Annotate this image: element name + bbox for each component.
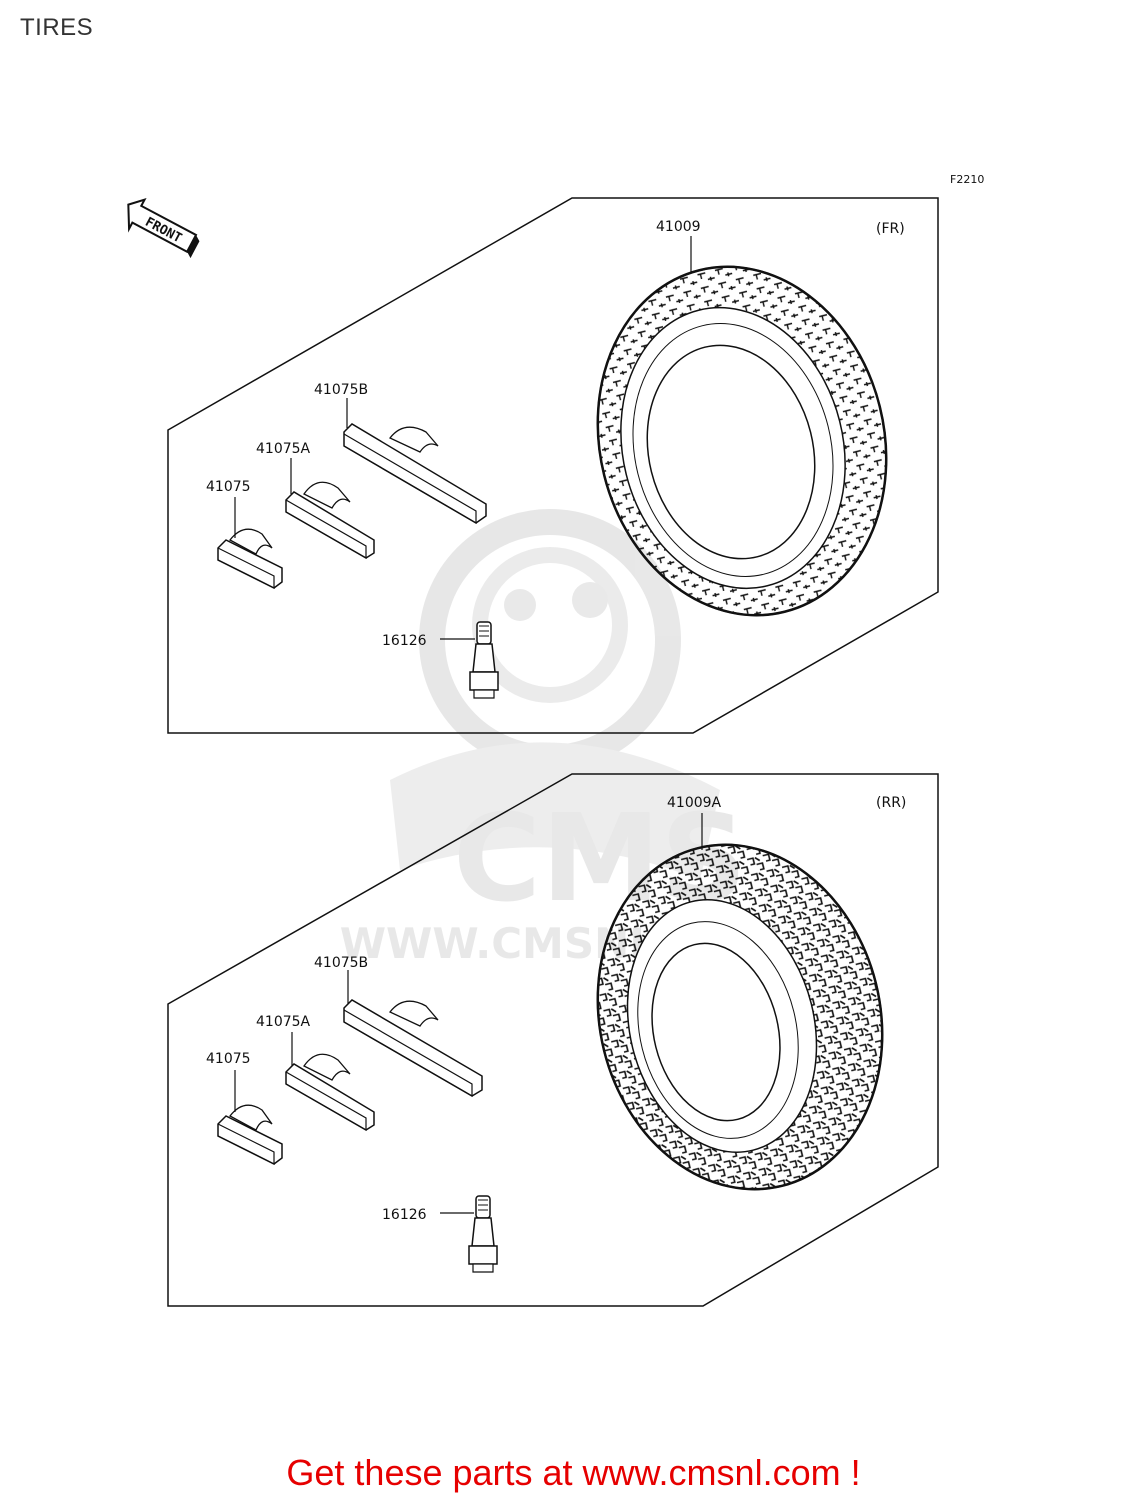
tire-rear-icon — [596, 843, 884, 1191]
valve-front-icon — [469, 621, 499, 699]
callout-weight-b-rear: 41075B — [314, 955, 368, 971]
callout-weight-a-rear: 41075A — [256, 1014, 311, 1030]
group-frame-rear — [167, 773, 939, 1307]
front-arrow-icon: FRONT — [127, 198, 200, 259]
page-title: TIRES — [20, 14, 94, 41]
figure-code: F2210 — [950, 173, 984, 186]
balance-weight-a-front-icon — [285, 481, 375, 560]
balance-weight-a-rear-icon — [285, 1053, 375, 1132]
callout-tire-front: 41009 — [656, 219, 701, 235]
shop-banner-link[interactable]: Get these parts at www.cmsnl.com ! — [286, 1452, 861, 1493]
callout-valve-rear: 16126 — [382, 1207, 427, 1223]
callout-valve-front: 16126 — [382, 633, 427, 649]
valve-rear-icon — [468, 1195, 498, 1273]
parts-diagram: CMS WWW.CMSNL.COM F2210 FRONT (FR) 41009 — [127, 173, 984, 1307]
callout-weight-front: 41075 — [206, 479, 251, 495]
balance-weight-b-rear-icon — [343, 999, 483, 1098]
balance-weight-rear-icon — [217, 1104, 283, 1165]
parts-group-rear: (RR) 41009A 41075B 41075A — [167, 773, 939, 1307]
callout-weight-rear: 41075 — [206, 1051, 251, 1067]
callout-weight-a-front: 41075A — [256, 441, 311, 457]
callout-tire-rear: 41009A — [667, 795, 722, 811]
group-label-front: (FR) — [876, 221, 905, 237]
group-frame-front — [167, 197, 939, 734]
callout-weight-b-front: 41075B — [314, 382, 368, 398]
balance-weight-front-icon — [217, 528, 283, 589]
parts-group-front: (FR) 41009 41075B 41075A — [167, 197, 939, 734]
group-label-rear: (RR) — [876, 795, 906, 811]
shop-banner[interactable]: Get these parts at www.cmsnl.com ! — [0, 1452, 1147, 1494]
tire-front-icon — [596, 265, 888, 617]
balance-weight-b-front-icon — [343, 423, 487, 525]
